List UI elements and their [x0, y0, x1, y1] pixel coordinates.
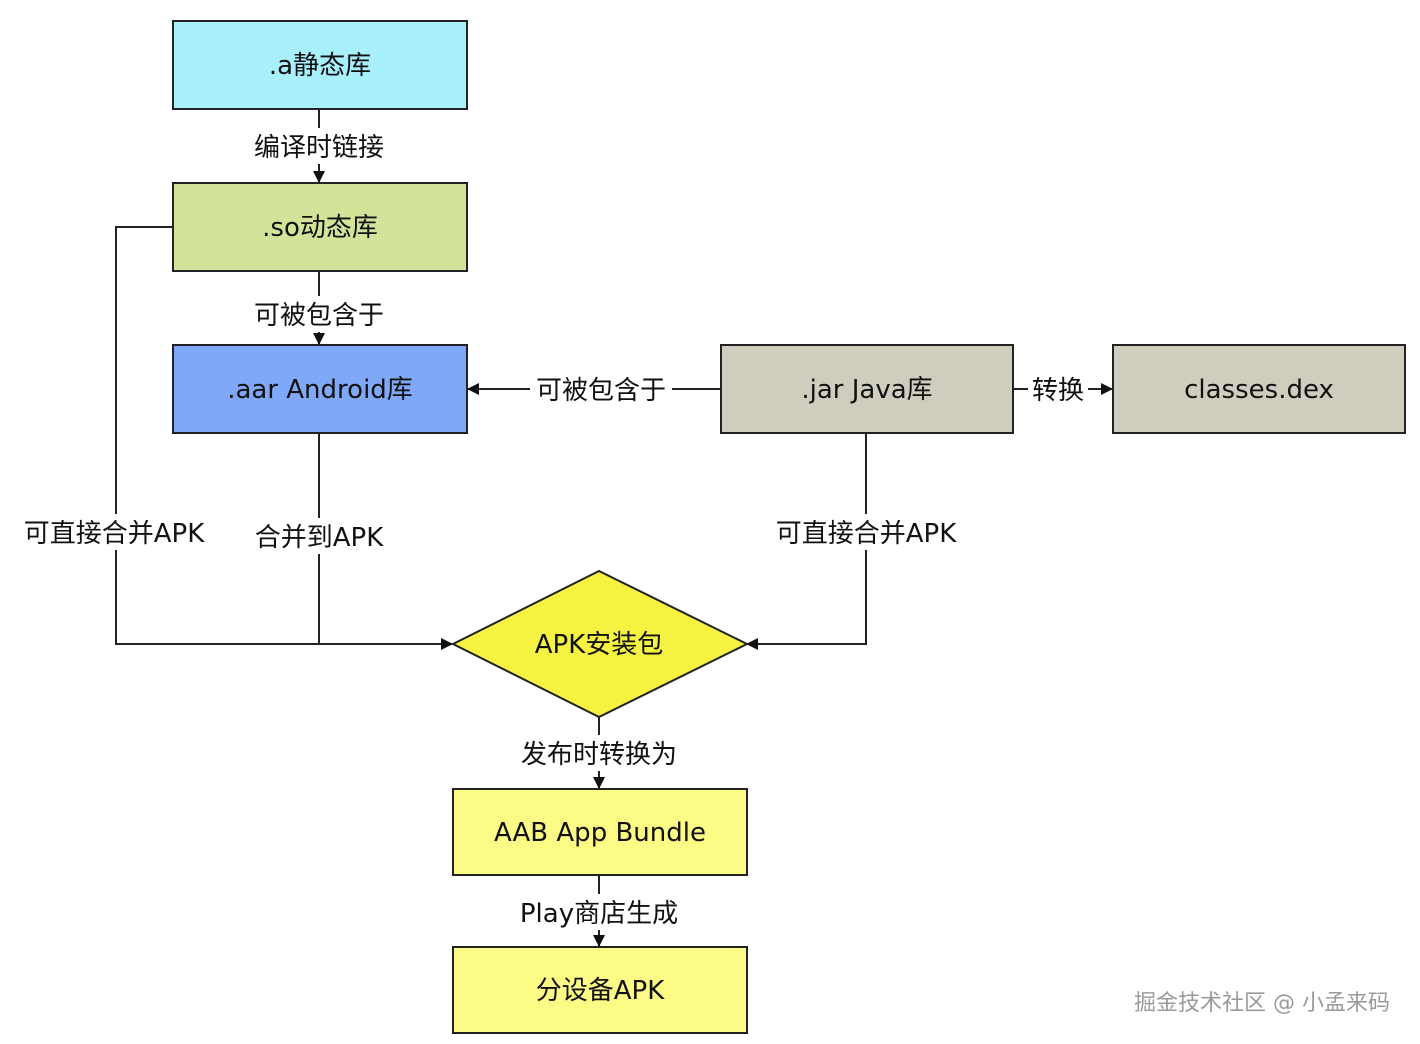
- node-static-lib: [172, 20, 468, 110]
- watermark: 掘金技术社区 @ 小孟来码: [1134, 991, 1390, 1016]
- node-aar-lib: [172, 344, 468, 434]
- label-merge-direct-left: 可直接合并APK: [24, 519, 205, 549]
- node-static-lib-label: .a静态库: [269, 51, 371, 81]
- node-aar-lib-label: .aar Android库: [227, 375, 413, 405]
- label-convert: 转换: [1032, 376, 1084, 406]
- label-merge-to-apk: 合并到APK: [255, 523, 384, 553]
- node-so-lib-label: .so动态库: [262, 213, 378, 243]
- node-jar-lib: [720, 344, 1014, 434]
- label-play-generate: Play商店生成: [520, 899, 678, 929]
- node-apk: [450, 569, 750, 719]
- label-included-in-jar: 可被包含于: [536, 376, 666, 406]
- node-aab-label: AAB App Bundle: [494, 818, 706, 848]
- node-aab: [452, 788, 748, 876]
- node-so-lib: [172, 182, 468, 272]
- label-compile-link: 编译时链接: [254, 133, 384, 163]
- node-split-apk-label: 分设备APK: [536, 976, 665, 1006]
- node-split-apk: [452, 946, 748, 1034]
- edge-jar-to-apk: [746, 433, 867, 650]
- node-classes-dex: [1112, 344, 1406, 434]
- label-merge-direct-right: 可直接合并APK: [776, 519, 957, 549]
- label-publish-convert: 发布时转换为: [521, 740, 677, 770]
- node-apk-label: APK安装包: [535, 630, 664, 660]
- label-included-in-so: 可被包含于: [254, 301, 384, 331]
- node-classes-dex-label: classes.dex: [1184, 375, 1334, 405]
- edge-so-to-apk: [115, 226, 453, 650]
- node-jar-lib-label: .jar Java库: [801, 375, 932, 405]
